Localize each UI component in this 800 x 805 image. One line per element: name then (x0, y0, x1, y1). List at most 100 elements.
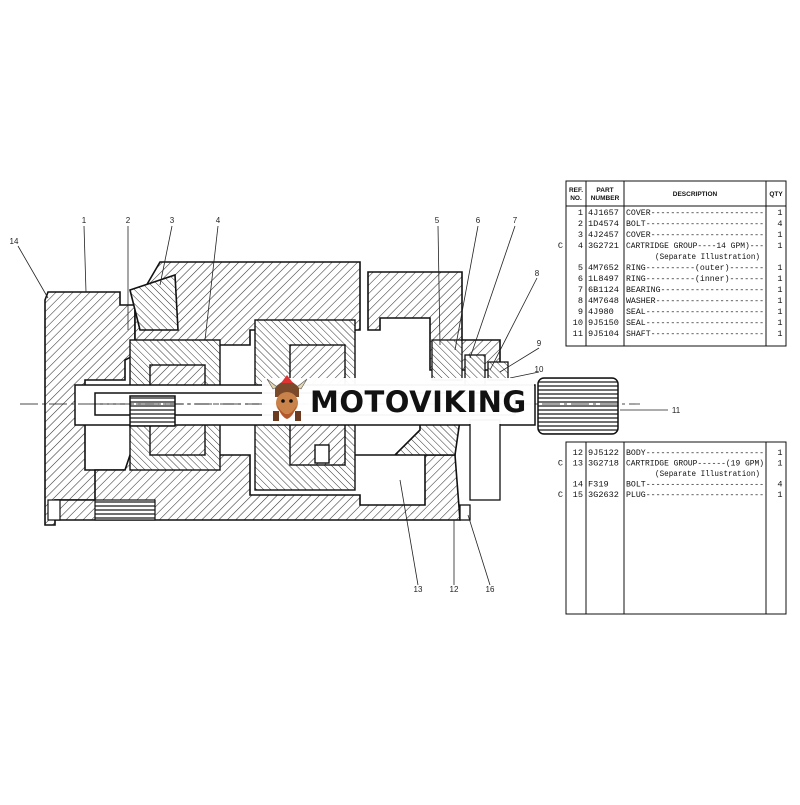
row-change-mark: C (558, 241, 563, 251)
motoviking-watermark: MOTOVIKING (262, 375, 534, 424)
row-ref-no: 11 (573, 329, 583, 339)
row-qty: 1 (777, 459, 782, 469)
row-description: COVER----------------------- (626, 208, 764, 218)
row-ref-no: 15 (573, 490, 583, 500)
row-ref-no: 13 (573, 459, 583, 469)
row-qty: 1 (777, 448, 782, 458)
row-description: BEARING--------------------- (626, 285, 764, 295)
parts-table-row: 1 4J1657 COVER----------------------- 1 (578, 208, 783, 218)
row-ref-no: 5 (578, 263, 583, 273)
callout-number: 7 (513, 216, 518, 225)
row-qty: 1 (777, 285, 782, 295)
row-qty: 1 (777, 307, 782, 317)
parts-table-top (565, 180, 787, 347)
header-description: DESCRIPTION (673, 191, 718, 198)
callout-number: 8 (535, 269, 540, 278)
row-description: WASHER---------------------- (626, 296, 764, 306)
bearing-and-seals (431, 339, 509, 521)
callout-number: 11 (672, 406, 681, 415)
viking-mascot-icon (266, 375, 308, 421)
row-change-mark: C (558, 459, 563, 469)
row-ref-no: 6 (578, 274, 583, 284)
row-description: SHAFT----------------------- (626, 329, 764, 339)
parts-table-row: 8 4M7648 WASHER---------------------- 1 (578, 296, 783, 306)
row-part-number: 6B1124 (588, 285, 619, 295)
callout-number: 4 (216, 216, 221, 225)
parts-table-row: (Separate Illustration) (655, 252, 760, 262)
row-qty: 1 (777, 274, 782, 284)
row-part-number: 4J1657 (588, 208, 619, 218)
row-part-number: 1D4574 (588, 219, 619, 229)
parts-table-bottom (565, 441, 787, 615)
row-description: (Separate Illustration) (655, 469, 760, 479)
row-description: (Separate Illustration) (655, 252, 760, 262)
callout-number: 10 (535, 365, 544, 374)
row-ref-no: 8 (578, 296, 583, 306)
row-part-number: 3G2718 (588, 459, 619, 469)
parts-table-row: 5 4M7652 RING----------(outer)------- 1 (578, 263, 783, 273)
row-part-number: 1L8497 (588, 274, 619, 284)
callout-number: 6 (476, 216, 481, 225)
row-description: BOLT------------------------ (626, 480, 764, 490)
header-ref-no: REF.NO. (569, 187, 583, 202)
callout-number: 5 (435, 216, 440, 225)
row-description: SEAL------------------------ (626, 307, 764, 317)
row-part-number: 9J5104 (588, 329, 619, 339)
row-qty: 1 (777, 318, 782, 328)
row-qty: 1 (777, 241, 782, 251)
row-description: COVER----------------------- (626, 230, 764, 240)
row-qty: 1 (777, 296, 782, 306)
parts-table-row: 7 6B1124 BEARING--------------------- 1 (578, 285, 783, 295)
row-part-number: 4J980 (588, 307, 614, 317)
watermark-brand-text: MOTOVIKING (310, 385, 527, 419)
row-qty: 4 (777, 219, 782, 229)
leader-lines (17, 225, 668, 586)
row-description: RING----------(outer)------- (626, 263, 764, 273)
row-qty: 4 (777, 480, 782, 490)
row-qty: 1 (777, 263, 782, 273)
row-qty: 1 (777, 230, 782, 240)
row-description: CARTRIDGE GROUP----14 GPM)--- (626, 241, 764, 251)
parts-table-row: 2 1D4574 BOLT------------------------ 4 (578, 219, 783, 229)
row-ref-no: 7 (578, 285, 583, 295)
callout-number: 14 (10, 237, 19, 246)
bolt (47, 499, 156, 521)
row-part-number: 4M7648 (588, 296, 619, 306)
parts-table-row: (Separate Illustration) (655, 469, 760, 479)
row-description: PLUG------------------------ (626, 490, 764, 500)
row-description: CARTRIDGE GROUP------(19 GPM) (626, 459, 764, 469)
row-ref-no: 1 (578, 208, 583, 218)
row-ref-no: 2 (578, 219, 583, 229)
row-part-number: 3G2721 (588, 241, 619, 251)
row-description: BODY------------------------ (626, 448, 764, 458)
row-change-mark: C (558, 490, 563, 500)
row-qty: 1 (777, 490, 782, 500)
callout-number: 3 (170, 216, 175, 225)
callout-number: 1 (82, 216, 87, 225)
callout-number: 16 (486, 585, 495, 594)
row-ref-no: 3 (578, 230, 583, 240)
row-qty: 1 (777, 208, 782, 218)
row-part-number: 4M7652 (588, 263, 619, 273)
callout-number: 9 (537, 339, 542, 348)
row-part-number: 9J5122 (588, 448, 619, 458)
row-ref-no: 14 (573, 480, 583, 490)
row-part-number: 9J5150 (588, 318, 619, 328)
row-description: BOLT------------------------ (626, 219, 764, 229)
callout-number: 13 (414, 585, 423, 594)
row-ref-no: 12 (573, 448, 583, 458)
